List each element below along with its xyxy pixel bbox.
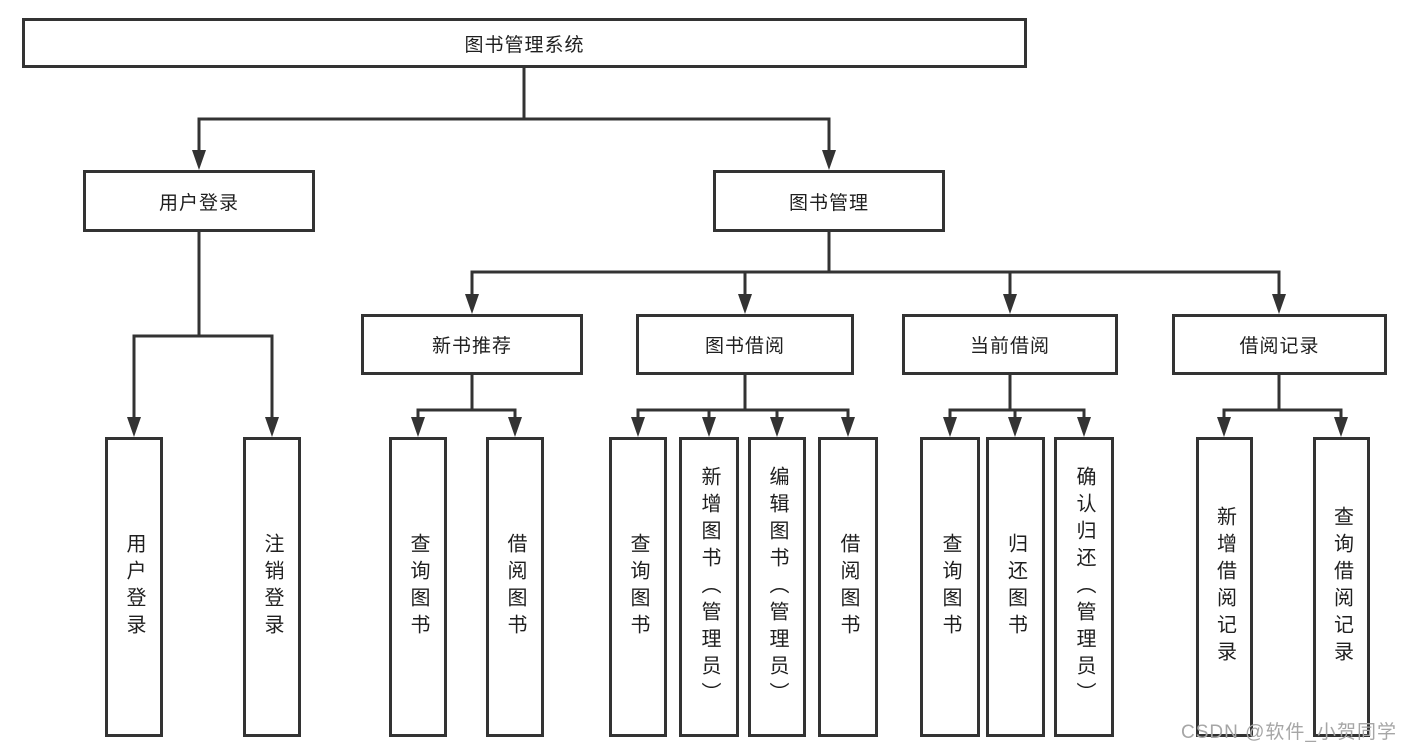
leaf-query-borrow-record-label: 查询借阅记录 <box>1330 506 1353 668</box>
node-new-book-recommendation-label: 新书推荐 <box>431 336 512 357</box>
node-user-login-branch: 用户登录 <box>83 170 315 232</box>
leaf-borrow-books-2: 借阅图书 <box>818 437 878 737</box>
node-borrowing-records-label: 借阅记录 <box>1239 336 1320 357</box>
leaf-add-borrow-record: 新增借阅记录 <box>1196 437 1253 737</box>
leaf-borrow-books-1: 借阅图书 <box>486 437 544 737</box>
leaf-edit-book-admin: 编辑图书（管理员） <box>748 437 806 737</box>
leaf-query-books-2-label: 查询图书 <box>627 533 649 641</box>
leaf-query-books-1-label: 查询图书 <box>407 533 429 641</box>
node-root: 图书管理系统 <box>22 18 1027 68</box>
leaf-confirm-return-admin: 确认归还（管理员） <box>1054 437 1114 737</box>
node-book-borrowing: 图书借阅 <box>636 314 854 375</box>
leaf-query-borrow-record: 查询借阅记录 <box>1313 437 1370 737</box>
node-book-borrowing-label: 图书借阅 <box>704 336 785 357</box>
leaf-add-book-admin: 新增图书（管理员） <box>679 437 739 737</box>
node-current-borrowing-label: 当前借阅 <box>969 336 1050 357</box>
leaf-query-books-3: 查询图书 <box>920 437 980 737</box>
node-user-login-branch-label: 用户登录 <box>158 192 239 214</box>
leaf-query-books-1: 查询图书 <box>389 437 447 737</box>
watermark: CSDN @软件_小贺同学 <box>1181 722 1397 743</box>
node-new-book-recommendation: 新书推荐 <box>361 314 583 375</box>
leaf-return-books: 归还图书 <box>986 437 1045 737</box>
leaf-return-books-label: 归还图书 <box>1004 533 1027 641</box>
leaf-add-borrow-record-label: 新增借阅记录 <box>1213 506 1236 668</box>
leaf-query-books-2: 查询图书 <box>609 437 667 737</box>
leaf-user-login-label: 用户登录 <box>123 533 145 641</box>
leaf-confirm-return-admin-label: 确认归还（管理员） <box>1073 465 1095 709</box>
leaf-borrow-books-2-label: 借阅图书 <box>837 533 859 641</box>
node-book-management-label: 图书管理 <box>788 192 869 214</box>
node-current-borrowing: 当前借阅 <box>902 314 1118 375</box>
leaf-logout-label: 注销登录 <box>261 533 283 641</box>
node-book-management: 图书管理 <box>713 170 945 232</box>
leaf-edit-book-admin-label: 编辑图书（管理员） <box>766 465 788 709</box>
leaf-borrow-books-1-label: 借阅图书 <box>504 533 526 641</box>
leaf-add-book-admin-label: 新增图书（管理员） <box>698 465 720 709</box>
leaf-logout: 注销登录 <box>243 437 301 737</box>
leaf-user-login: 用户登录 <box>105 437 163 737</box>
node-borrowing-records: 借阅记录 <box>1172 314 1387 375</box>
node-root-label: 图书管理系统 <box>464 34 585 56</box>
leaf-query-books-3-label: 查询图书 <box>939 533 961 641</box>
